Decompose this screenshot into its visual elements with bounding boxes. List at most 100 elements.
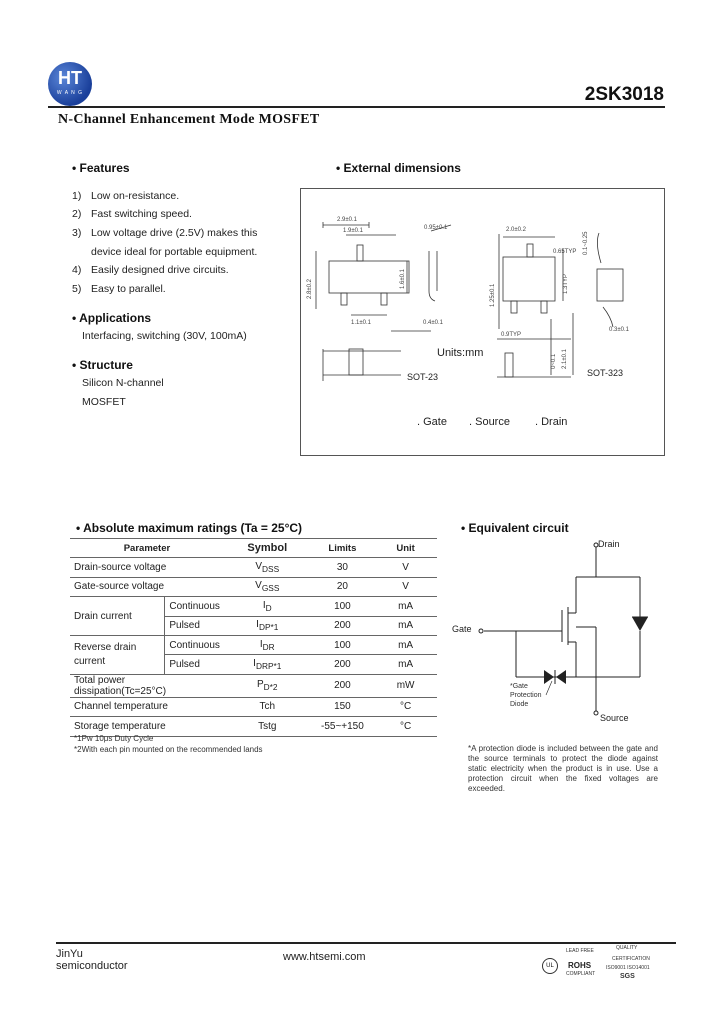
features-heading: • Features: [72, 161, 130, 175]
footer-company-1: JinYu: [56, 948, 83, 960]
row-limit: 100: [310, 596, 375, 617]
col-unit: Unit: [374, 537, 437, 559]
dim-1-25: 1.25±0.1: [490, 283, 496, 307]
row-symbol: IDP*1: [223, 615, 311, 636]
row-limit: 20: [310, 576, 375, 598]
table-row: Storage temperature Tstg -55~+150 °C: [70, 716, 437, 737]
row-symbol: IDRP*1: [223, 654, 311, 675]
dim-0-1-0-25: 0.1~0.25: [583, 231, 589, 255]
equivalent-circuit: Drain Gate Source *Gate Protection Diode: [452, 539, 648, 723]
badge-certification: CERTIFICATION: [612, 956, 650, 962]
row-subparam: Pulsed: [164, 654, 224, 675]
feature-2-num: 2): [72, 208, 82, 220]
dim-1-3: 1.3TYP: [563, 274, 569, 294]
badge-lead-free: LEAD FREE: [566, 948, 594, 954]
feature-5-text: Easy to parallel.: [91, 283, 166, 295]
row-unit: mA: [374, 654, 437, 675]
dim-2-8: 2.8±0.2: [307, 278, 313, 299]
dimensions-box: 2.9±0.1 1.9±0.1 0.95±0.1 2.8±0.2 1.6±0.1…: [300, 188, 665, 456]
package-sot23: SOT-23: [407, 372, 438, 382]
structure-heading: • Structure: [72, 358, 133, 372]
row-symbol: Tstg: [223, 716, 311, 737]
dim-0-65: 0.65TYP: [553, 249, 576, 255]
row-limit: 150: [310, 696, 375, 718]
dim-1-6: 1.6±0.1: [400, 268, 406, 289]
body-diode-icon: [632, 617, 648, 631]
structure-line-1: Silicon N-channel: [82, 377, 164, 389]
row-subparam: Pulsed: [164, 615, 224, 636]
table-header-row: Parameter Symbol Limits Unit: [70, 537, 437, 559]
row-unit: V: [374, 557, 437, 578]
row-param: Drain current: [70, 596, 165, 636]
row-subparam: Continuous: [164, 634, 224, 656]
footer-rule: [56, 942, 676, 944]
row-unit: mA: [374, 596, 437, 617]
footer-company-2: semiconductor: [56, 960, 128, 972]
dim-0-95: 0.95±0.1: [424, 225, 448, 231]
feature-1-num: 1): [72, 190, 82, 202]
feature-3-text: Low voltage drive (2.5V) makes this: [91, 227, 258, 239]
page-subtitle: N-Channel Enhancement Mode MOSFET: [58, 112, 320, 127]
header-rule: [48, 106, 665, 108]
pin-source: . Source: [469, 416, 510, 428]
gate-label: Gate: [452, 624, 472, 634]
package-sot323: SOT-323: [587, 368, 623, 378]
package-drawing: 2.9±0.1 1.9±0.1 0.95±0.1 2.8±0.2 1.6±0.1…: [307, 217, 630, 428]
row-unit: °C: [374, 716, 437, 737]
row-unit: mA: [374, 634, 437, 656]
row-symbol: Tch: [223, 696, 311, 718]
ul-mark-icon: UL: [542, 958, 558, 974]
ratings-note-2: *2With each pin mounted on the recommend…: [74, 745, 263, 754]
sot23-top-view: [315, 222, 452, 381]
structure-line-2: MOSFET: [82, 396, 126, 408]
badge-iso: ISO9001 ISO14001: [606, 965, 650, 971]
row-limit: 200: [310, 654, 375, 675]
row-param: Channel temperature: [70, 696, 224, 718]
dim-1-1: 1.1±0.1: [351, 320, 372, 326]
badge-sgs: SGS: [620, 973, 635, 980]
row-param: Gate-source voltage: [70, 576, 224, 598]
badge-rohs: ROHS: [568, 961, 592, 970]
diode-label-2: Protection: [510, 692, 542, 699]
row-symbol: ID: [223, 596, 311, 617]
ratings-table: Parameter Symbol Limits Unit Drain-sourc…: [70, 537, 437, 737]
row-limit: 30: [310, 557, 375, 578]
ratings-note-1: *1Pw 10μs Duty Cycle: [74, 734, 154, 743]
sot323-top-view: [497, 232, 624, 378]
ratings-heading: • Absolute maximum ratings (Ta = 25°C): [76, 521, 303, 535]
applications-text: Interfacing, switching (30V, 100mA): [82, 330, 247, 342]
pin-gate: . Gate: [417, 416, 447, 428]
table-row: Pulsed IDRP*1 200 mA: [70, 654, 437, 675]
row-param: Drain-source voltage: [70, 557, 224, 578]
dim-0-4: 0.4±0.1: [423, 320, 444, 326]
dim-2-1: 2.1±0.1: [562, 348, 568, 369]
feature-1-text: Low on-resistance.: [91, 190, 180, 202]
footer-website[interactable]: www.htsemi.com: [283, 951, 366, 963]
feature-3-num: 3): [72, 227, 82, 239]
row-limit: 200: [310, 615, 375, 636]
part-number: 2SK3018: [584, 84, 664, 105]
table-row: Channel temperature Tch 150 °C: [70, 696, 437, 718]
col-symbol: Symbol: [223, 537, 311, 559]
applications-heading: • Applications: [72, 311, 152, 325]
row-subparam: Continuous: [164, 596, 224, 617]
dim-2-0: 2.0±0.2: [506, 227, 527, 233]
dim-0-3: 0.3±0.1: [609, 327, 630, 333]
table-row: Drain current Continuous ID 100 mA: [70, 596, 437, 636]
feature-4-num: 4): [72, 264, 82, 276]
diode-label-1: *Gate: [510, 683, 528, 690]
dimensions-heading: • External dimensions: [336, 161, 461, 175]
source-label: Source: [600, 713, 629, 723]
row-param: Total power dissipation(Tc=25°C): [70, 673, 224, 698]
row-symbol: PD*2: [223, 673, 311, 698]
pin-drain: . Drain: [535, 416, 567, 428]
circuit-note: *A protection diode is included between …: [468, 744, 658, 793]
feature-3b-text: device ideal for portable equipment.: [91, 246, 258, 258]
row-limit: 100: [310, 634, 375, 656]
col-parameter: Parameter: [70, 537, 224, 559]
row-symbol: IDR: [223, 634, 311, 656]
logo-text: HT: [58, 68, 82, 88]
protection-diode-right-icon: [556, 670, 566, 684]
row-symbol: VGSS: [223, 576, 311, 598]
